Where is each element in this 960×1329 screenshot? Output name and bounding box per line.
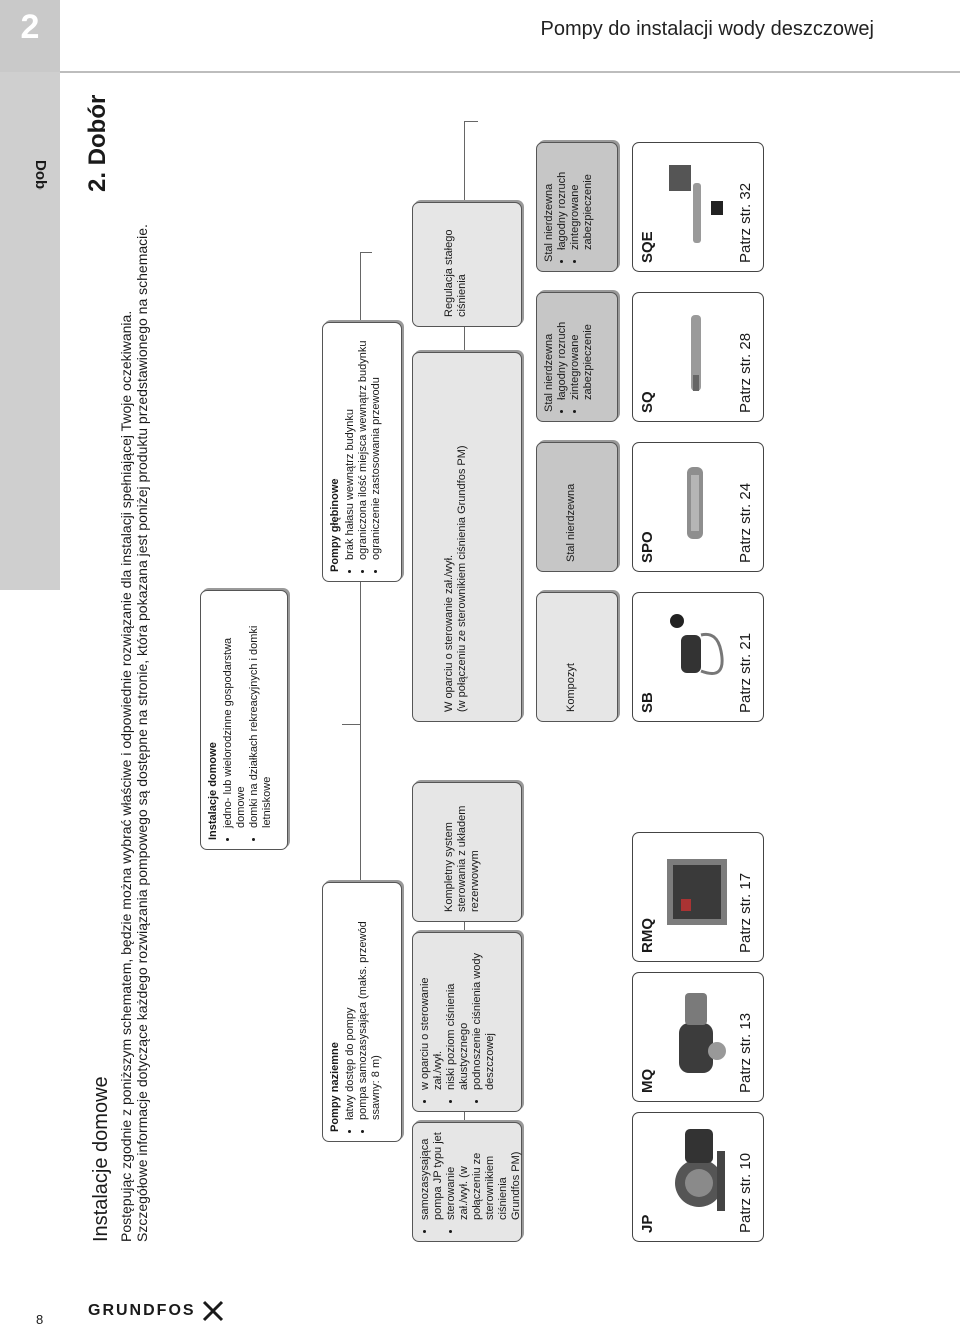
root-item: jedno- lub wielorodzinne gospodarstwa do…	[222, 600, 248, 828]
on-off-control-box: W oparciu o sterowanie zał./wył. (w połą…	[412, 352, 522, 722]
product-card-rmq[interactable]: RMQ Patrz str. 17	[632, 832, 764, 962]
surface-pumps-box: Pompy naziemne łatwy dostęp do pompy pom…	[322, 882, 402, 1142]
connector	[342, 724, 360, 725]
jp-feature-item: sterowanie zał./wył. (w połączeniu ze st…	[445, 1132, 523, 1220]
rmq-feature-box: Kompletny system sterowania z układem re…	[412, 782, 522, 922]
constant-pressure-box: Regulacja stałego ciśnienia	[412, 202, 522, 327]
intro-line-1: Postępując zgodnie z poniższym schematem…	[118, 310, 134, 1242]
side-tab-label: Dobór	[32, 160, 49, 190]
chapter-number-box	[0, 0, 60, 72]
header-band	[60, 0, 960, 72]
spo-pump-image	[687, 467, 703, 539]
product-page-ref[interactable]: Patrz str. 13	[737, 1012, 754, 1093]
product-name: SQ	[639, 391, 656, 413]
intro-text: Postępując zgodnie z poniższym schematem…	[118, 122, 150, 1242]
product-card-sqe[interactable]: SQE Patrz str. 32	[632, 142, 764, 272]
chapter-number: 2	[20, 8, 40, 46]
section-title: 2. Dobór	[84, 94, 111, 192]
material-sq-list: łagodny rozruch zintegrowane zabezpiecze…	[556, 302, 595, 412]
product-page-ref[interactable]: Patrz str. 17	[737, 872, 754, 953]
root-list: jedno- lub wielorodzinne gospodarstwa do…	[222, 600, 274, 840]
connector	[464, 121, 478, 122]
material-sq-item: łagodny rozruch	[556, 302, 569, 400]
material-sb-text: Kompozyt	[565, 663, 577, 712]
mq-feature-list: w oparciu o sterowanie zał./wył. niski p…	[419, 942, 497, 1102]
product-card-sq[interactable]: SQ Patrz str. 28	[632, 292, 764, 422]
grundfos-x-icon	[202, 1300, 224, 1322]
deep-pumps-item: ograniczona ilość miejsca wewnątrz budyn…	[357, 332, 370, 561]
sq-pump-image	[691, 315, 701, 391]
material-sqe-title: Stal nierdzewna	[543, 183, 555, 262]
grundfos-logo: GRUNDFOS	[88, 1300, 248, 1326]
intro-line-2: Szczegółowe informacje dotyczące każdego…	[134, 224, 150, 1242]
product-name: JP	[639, 1214, 656, 1233]
constant-pressure-text: Regulacja stałego ciśnienia	[443, 229, 468, 317]
mq-feature-item: niski poziom ciśnienia akustycznego	[445, 942, 471, 1090]
deep-pumps-list: brak hałasu wewnątrz budynku ograniczona…	[344, 332, 383, 572]
sqe-pump-image	[669, 165, 723, 243]
material-spo-text: Stal nierdzewna	[565, 483, 577, 562]
page-number: 8	[36, 1312, 44, 1327]
jp-feature-item: samozasysająca pompa JP typu jet	[419, 1132, 445, 1220]
side-tab-text: Dobór	[32, 160, 49, 190]
rmq-feature-text: Kompletny system sterowania z układem re…	[443, 805, 481, 912]
on-off-control-line-1: W oparciu o sterowanie zał./wył.	[443, 554, 455, 712]
deep-pumps-box: Pompy głębinowe brak hałasu wewnątrz bud…	[322, 322, 402, 582]
sb-pump-image	[670, 614, 724, 675]
root-item: domki na działkach rekreacyjnych i domki…	[248, 600, 274, 828]
page-heading: Instalacje domowe	[90, 1076, 112, 1242]
material-sqe-item: zintegrowane zabezpieczenie	[569, 152, 595, 250]
product-page-ref[interactable]: Patrz str. 24	[737, 482, 754, 563]
product-name: MQ	[639, 1068, 656, 1093]
product-name: RMQ	[639, 918, 656, 953]
mq-feature-box: w oparciu o sterowanie zał./wył. niski p…	[412, 932, 522, 1112]
product-card-jp[interactable]: JP Patrz str. 10	[632, 1112, 764, 1242]
logo-text: GRUNDFOS	[88, 1302, 196, 1320]
material-sqe-item: łagodny rozruch	[556, 152, 569, 250]
product-page-ref[interactable]: Patrz str. 10	[737, 1152, 754, 1233]
product-card-sb[interactable]: SB Patrz str. 21	[632, 592, 764, 722]
material-sq-item: zintegrowane zabezpieczenie	[569, 302, 595, 400]
jp-feature-list: samozasysająca pompa JP typu jet sterowa…	[419, 1132, 523, 1232]
rmq-unit-image	[667, 859, 727, 925]
product-name: SPO	[639, 531, 656, 563]
deep-pumps-item: brak hałasu wewnątrz budynku	[344, 332, 357, 560]
surface-pumps-item: łatwy dostęp do pompy	[344, 892, 357, 1120]
jp-pump-image	[675, 1129, 725, 1211]
product-name: SB	[639, 692, 656, 713]
material-box-sq: Stal nierdzewna łagodny rozruch zintegro…	[536, 292, 618, 422]
product-page-ref[interactable]: Patrz str. 21	[737, 632, 754, 713]
side-tab	[0, 72, 60, 590]
surface-pumps-item: pompa samozasysająca (maks. przewód ssaw…	[357, 892, 383, 1120]
deep-pumps-item: ograniczenie zastosowania przewodu	[370, 332, 383, 560]
deep-pumps-title: Pompy głębinowe	[329, 478, 341, 572]
material-box-sb: Kompozyt	[536, 592, 618, 722]
product-card-mq[interactable]: MQ Patrz str. 13	[632, 972, 764, 1102]
material-box-sqe: Stal nierdzewna łagodny rozruch zintegro…	[536, 142, 618, 272]
root-box-home-installations: Instalacje domowe jedno- lub wielorodzin…	[200, 590, 288, 850]
material-box-spo: Stal nierdzewna	[536, 442, 618, 572]
product-name: SQE	[639, 231, 656, 263]
header-title: Pompy do instalacji wody deszczowej	[540, 18, 875, 40]
mq-feature-item: podnoszenie ciśnienia wody deszczowej	[471, 942, 497, 1090]
header-divider	[60, 71, 960, 73]
product-page-ref[interactable]: Patrz str. 28	[737, 332, 754, 413]
mq-pump-image	[679, 993, 726, 1073]
rotated-page-content: 2. Dobór Instalacje domowe Postępując zg…	[80, 82, 940, 1262]
material-sqe-list: łagodny rozruch zintegrowane zabezpiecze…	[556, 152, 595, 262]
connector	[360, 252, 372, 253]
mq-feature-item: w oparciu o sterowanie zał./wył.	[419, 942, 445, 1090]
material-sq-title: Stal nierdzewna	[543, 333, 555, 412]
jp-feature-box: samozasysająca pompa JP typu jet sterowa…	[412, 1122, 522, 1242]
root-title: Instalacje domowe	[207, 742, 219, 840]
product-page-ref[interactable]: Patrz str. 32	[737, 182, 754, 263]
surface-pumps-list: łatwy dostęp do pompy pompa samozasysają…	[344, 892, 383, 1132]
product-card-spo[interactable]: SPO Patrz str. 24	[632, 442, 764, 572]
on-off-control-line-2: (w połączeniu ze sterownikiem ciśnienia …	[456, 445, 468, 712]
surface-pumps-title: Pompy naziemne	[329, 1042, 341, 1132]
